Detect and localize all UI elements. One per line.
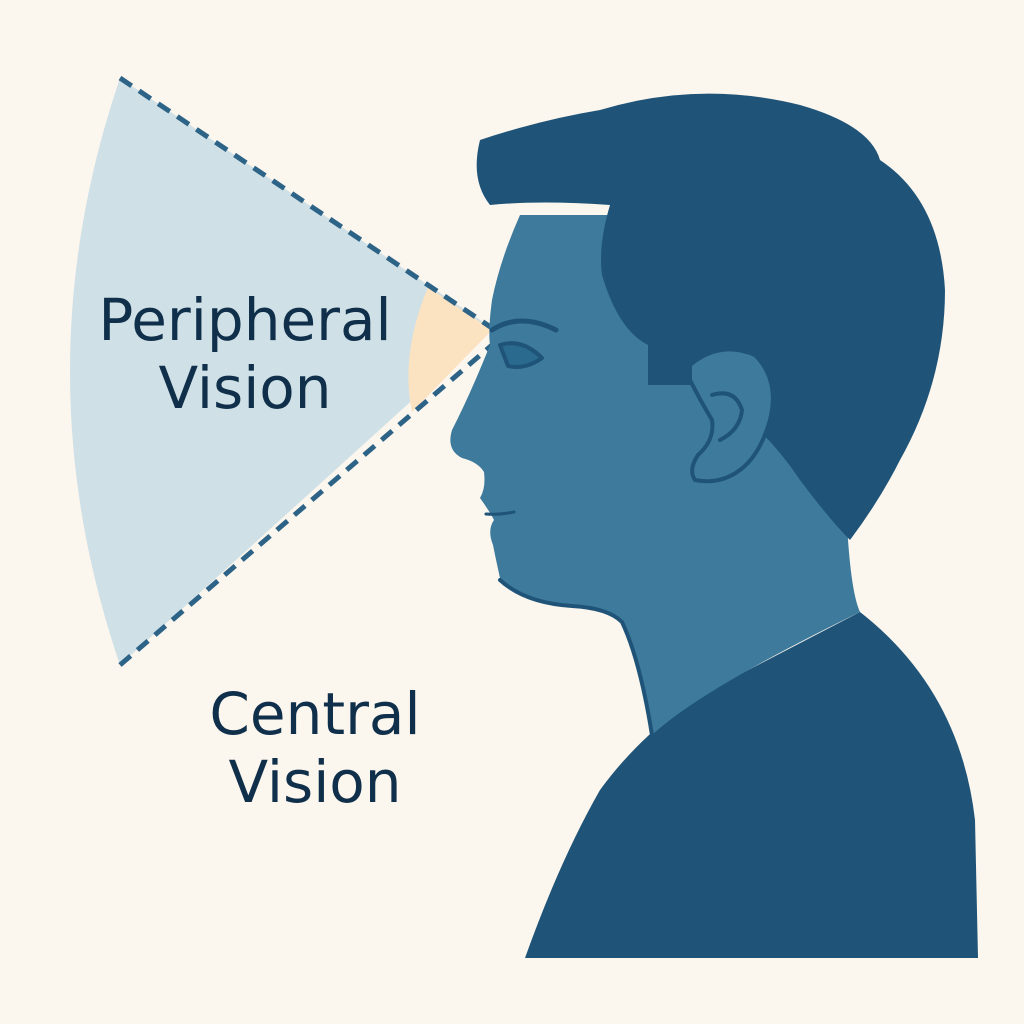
peripheral-label-line2: Vision	[158, 354, 332, 422]
central-label-line2: Vision	[228, 748, 402, 816]
hair	[476, 93, 945, 541]
central-label-line1: Central	[209, 680, 421, 748]
ear	[688, 347, 775, 484]
peripheral-vision-label: Peripheral Vision	[90, 286, 400, 422]
eyebrow	[489, 318, 559, 333]
upper-boundary-ray	[118, 75, 494, 331]
eye	[498, 341, 544, 369]
lower-boundary-ray	[118, 343, 494, 667]
peripheral-vision-field	[70, 78, 492, 665]
central-vision-field	[408, 287, 492, 412]
jaw-outline	[498, 578, 654, 737]
ear-inner-fold	[710, 391, 745, 442]
mouth-line	[484, 510, 516, 516]
central-vision-label: Central Vision	[170, 680, 460, 816]
torso-silhouette	[525, 612, 978, 958]
peripheral-label-line1: Peripheral	[98, 286, 392, 354]
